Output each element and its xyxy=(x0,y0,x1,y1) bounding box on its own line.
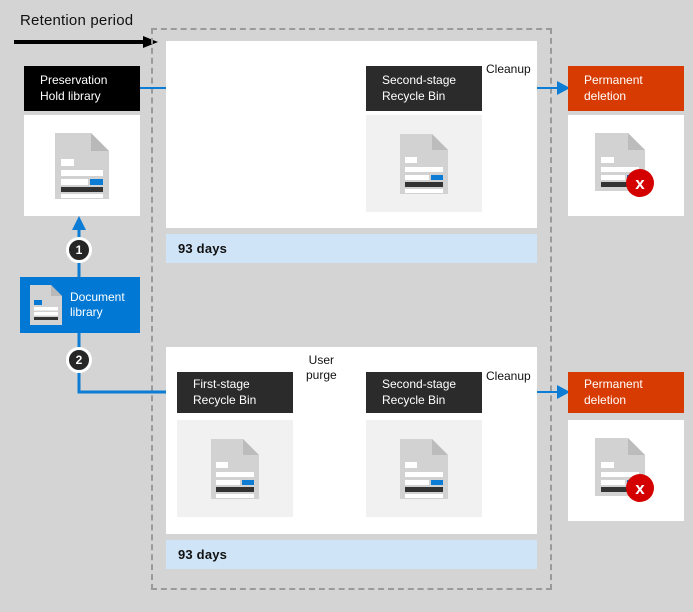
top-second-stage-label-line2: Recycle Bin xyxy=(382,88,446,103)
red-x-icon xyxy=(626,168,654,197)
bottom-permanent-deletion-doc-tile: x xyxy=(568,420,684,521)
step-marker-2-number: 2 xyxy=(75,353,83,367)
top-retention-days-bar: 93 days xyxy=(166,234,537,263)
bottom-permanent-deletion-label-line1: Permanent xyxy=(584,377,643,392)
svg-text:x: x xyxy=(635,174,645,193)
bottom-second-stage-label-line1: Second-stage xyxy=(382,377,457,392)
preservation-hold-library-doc-tile xyxy=(24,115,140,216)
user-purge-edge-label-line1: User xyxy=(308,353,335,367)
document-icon xyxy=(400,438,448,499)
user-purge-edge-label-line2: purge xyxy=(306,368,337,382)
retention-boundary xyxy=(151,28,552,590)
step-marker-1: 1 xyxy=(66,237,92,263)
preservation-hold-library-label-line2: Hold library xyxy=(40,88,101,103)
step-marker-2: 2 xyxy=(66,347,92,373)
top-permanent-deletion-label-line1: Permanent xyxy=(584,73,643,88)
document-deleted-icon: x xyxy=(595,132,654,197)
bottom-retention-days-label: 93 days xyxy=(178,547,228,562)
bottom-second-stage-label-line2: Recycle Bin xyxy=(382,392,446,407)
bottom-permanent-deletion-label-line2: deletion xyxy=(584,392,627,407)
document-icon xyxy=(55,132,109,199)
bottom-permanent-deletion-box[interactable]: Permanent deletion xyxy=(568,372,684,413)
retention-period-label: Retention period xyxy=(20,12,134,29)
document-deleted-icon: x xyxy=(595,437,654,502)
red-x-icon xyxy=(626,473,654,502)
bottom-second-stage-recycle-bin-box[interactable]: Second-stage Recycle Bin xyxy=(366,372,482,413)
top-cleanup-edge-label: Cleanup xyxy=(486,62,531,76)
first-stage-label-line2: Recycle Bin xyxy=(193,392,257,407)
top-second-stage-doc-tile xyxy=(366,115,482,212)
preservation-hold-library-box[interactable]: Preservation Hold library xyxy=(24,66,140,111)
document-icon xyxy=(400,133,448,194)
top-retention-days-label: 93 days xyxy=(178,241,228,256)
top-permanent-deletion-box[interactable]: Permanent deletion xyxy=(568,66,684,111)
svg-text:x: x xyxy=(635,479,645,498)
retention-period-arrow-icon xyxy=(14,36,158,48)
top-permanent-deletion-label-line2: deletion xyxy=(584,88,627,103)
bottom-cleanup-edge-label: Cleanup xyxy=(486,369,531,383)
bottom-second-stage-doc-tile xyxy=(366,420,482,517)
first-stage-recycle-bin-box[interactable]: First-stage Recycle Bin xyxy=(177,372,293,413)
first-stage-label-line1: First-stage xyxy=(193,377,250,392)
user-purge-edge-label: User purge xyxy=(306,353,337,383)
top-second-stage-label-line1: Second-stage xyxy=(382,73,457,88)
first-stage-doc-tile xyxy=(177,420,293,517)
document-library-box[interactable]: Document library xyxy=(20,277,140,333)
step-marker-1-number: 1 xyxy=(75,243,83,257)
document-library-label-line1: Document xyxy=(70,290,125,304)
document-library-label-line2: library xyxy=(70,305,103,319)
preservation-hold-library-label-line1: Preservation xyxy=(40,73,108,88)
document-icon xyxy=(30,285,62,325)
top-permanent-deletion-doc-tile: x xyxy=(568,115,684,216)
top-second-stage-recycle-bin-box[interactable]: Second-stage Recycle Bin xyxy=(366,66,482,111)
document-icon xyxy=(211,438,259,499)
bottom-retention-days-bar: 93 days xyxy=(166,540,537,569)
